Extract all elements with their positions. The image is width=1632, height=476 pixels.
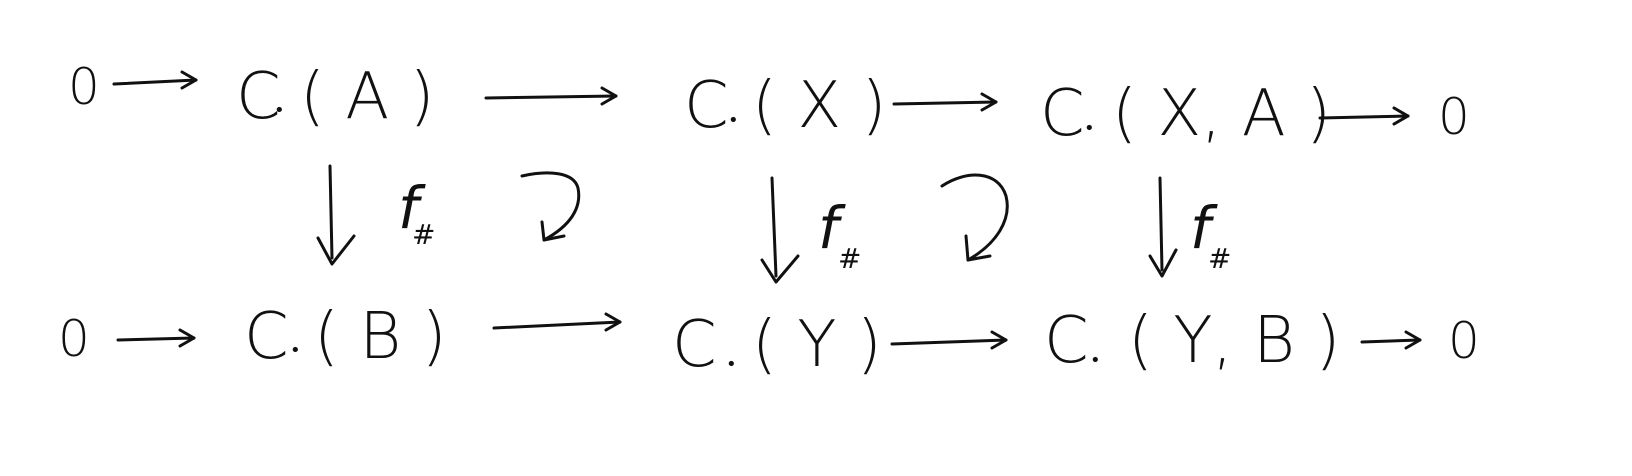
vertical-arrow-3 — [1148, 176, 1178, 278]
bottom-node-2-main: C — [672, 308, 717, 382]
bottom-node-3-main: C — [1044, 304, 1089, 378]
vertical-arrow-2 — [760, 176, 800, 284]
top-node-2: C • ( X ) — [684, 69, 886, 143]
top-arrow-2 — [484, 86, 618, 106]
bottom-arrow-3 — [890, 330, 1008, 350]
vertical-arrow-1 — [316, 164, 356, 266]
bottom-node-3-sub: • — [1090, 350, 1101, 371]
bottom-node-2: C • ( Y ) — [672, 308, 882, 382]
bottom-arrow-1 — [116, 328, 196, 348]
top-arrow-1 — [112, 70, 198, 90]
bottom-node-2-sub: • — [726, 354, 737, 375]
top-arrow-4 — [1318, 106, 1410, 126]
bottom-node-2-arg: ( Y ) — [752, 308, 882, 382]
top-left-zero: 0 — [68, 58, 100, 116]
top-node-3-main: C — [1040, 77, 1085, 151]
top-arrow-3 — [892, 92, 998, 112]
top-node-2-arg: ( X ) — [752, 69, 886, 143]
top-node-2-main: C — [684, 69, 729, 143]
top-node-1-arg: ( A ) — [300, 60, 434, 134]
commute-symbol-1 — [520, 171, 581, 242]
vertical-label-2: f # — [818, 194, 861, 275]
top-node-1-main: C — [236, 60, 281, 134]
bottom-node-3-arg: ( Y, B ) — [1128, 304, 1340, 378]
bottom-node-1-main: C — [244, 300, 289, 374]
top-node-1: C • ( A ) — [236, 60, 434, 134]
vertical-label-3: f # — [1190, 194, 1231, 275]
top-right-zero: 0 — [1438, 88, 1470, 146]
bottom-node-1-arg: ( B ) — [314, 300, 447, 374]
vertical-label-2-sub: # — [838, 242, 861, 275]
vertical-label-1-sub: # — [412, 218, 435, 251]
top-node-2-sub: • — [728, 110, 739, 131]
top-node-3-sub: • — [1084, 118, 1095, 139]
bottom-left-zero: 0 — [58, 310, 90, 368]
bottom-right-zero: 0 — [1448, 312, 1480, 370]
bottom-node-1: C • ( B ) — [244, 300, 447, 374]
top-node-3-arg: ( X, A ) — [1112, 77, 1331, 151]
top-node-3: C • ( X, A ) — [1040, 77, 1331, 151]
bottom-node-3: C • ( Y, B ) — [1044, 304, 1340, 378]
commute-symbol-2 — [940, 173, 1009, 262]
top-node-1-sub: • — [274, 100, 285, 121]
bottom-arrow-2 — [492, 312, 622, 332]
bottom-node-1-sub: • — [290, 340, 301, 361]
bottom-arrow-4 — [1360, 330, 1422, 350]
vertical-label-3-sub: # — [1208, 242, 1231, 275]
vertical-label-1: f # — [398, 174, 435, 251]
